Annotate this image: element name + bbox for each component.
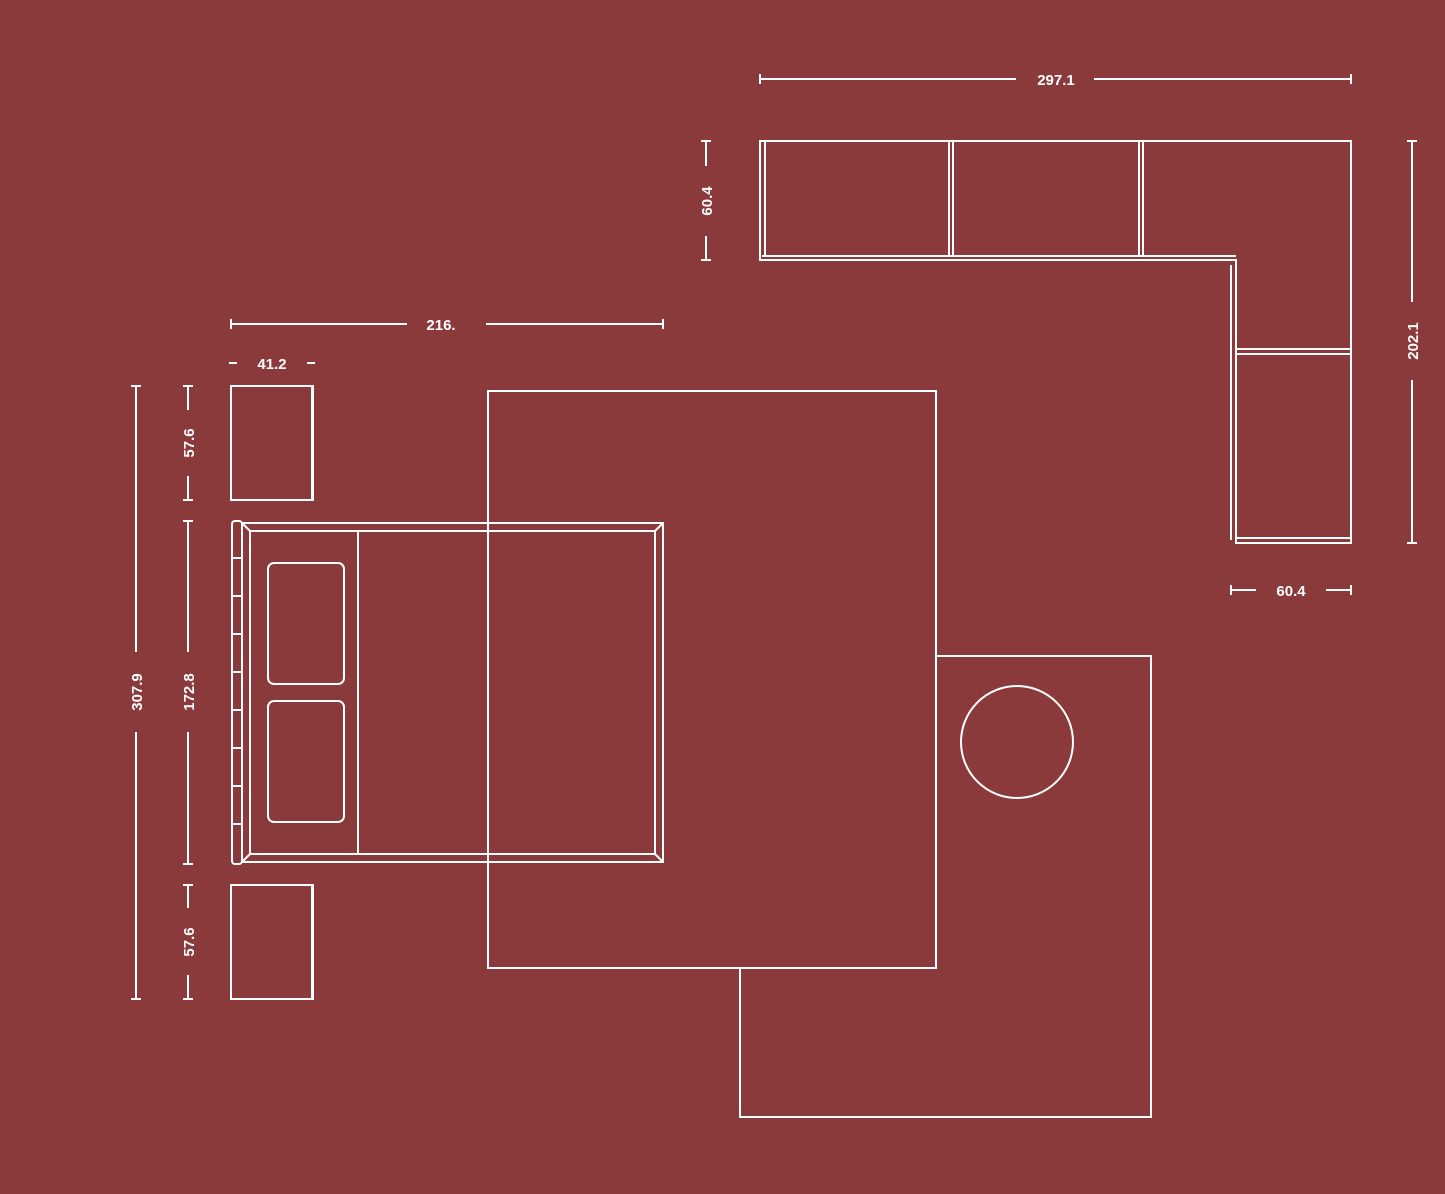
svg-text:57.6: 57.6 bbox=[181, 428, 198, 457]
dim-wardrobe-width: 297.1 bbox=[759, 72, 1352, 89]
wardrobe bbox=[759, 140, 1352, 544]
dim-nightstand-top-depth: 57.6 bbox=[181, 385, 198, 501]
dim-total-length: 307.9 bbox=[129, 385, 146, 1000]
dim-bed-group-width: 216. bbox=[230, 317, 664, 334]
svg-text:307.9: 307.9 bbox=[129, 673, 146, 711]
svg-text:57.6: 57.6 bbox=[181, 927, 198, 956]
svg-text:41.2: 41.2 bbox=[257, 356, 286, 373]
svg-text:172.8: 172.8 bbox=[181, 673, 198, 711]
nightstand-bottom bbox=[230, 884, 314, 1000]
bed bbox=[231, 520, 664, 865]
svg-text:297.1: 297.1 bbox=[1037, 72, 1075, 89]
dim-wardrobe-return: 202.1 bbox=[1405, 140, 1422, 544]
dim-wardrobe-return-depth: 60.4 bbox=[1230, 583, 1352, 600]
svg-text:202.1: 202.1 bbox=[1405, 322, 1422, 360]
dim-nightstand-bottom-depth: 57.6 bbox=[181, 884, 198, 1000]
rug-small bbox=[739, 655, 1152, 1118]
pillow bbox=[267, 700, 345, 823]
svg-text:216.: 216. bbox=[426, 317, 455, 334]
rug-large bbox=[487, 390, 937, 969]
round-table bbox=[960, 685, 1074, 799]
svg-text:60.4: 60.4 bbox=[1276, 583, 1306, 600]
dim-bed-width: 172.8 bbox=[181, 520, 198, 865]
dim-wardrobe-depth: 60.4 bbox=[699, 140, 716, 261]
dim-nightstand-width: 41.2 bbox=[229, 356, 315, 373]
svg-text:60.4: 60.4 bbox=[699, 186, 716, 216]
pillow bbox=[267, 562, 345, 685]
nightstand-top bbox=[230, 385, 314, 501]
